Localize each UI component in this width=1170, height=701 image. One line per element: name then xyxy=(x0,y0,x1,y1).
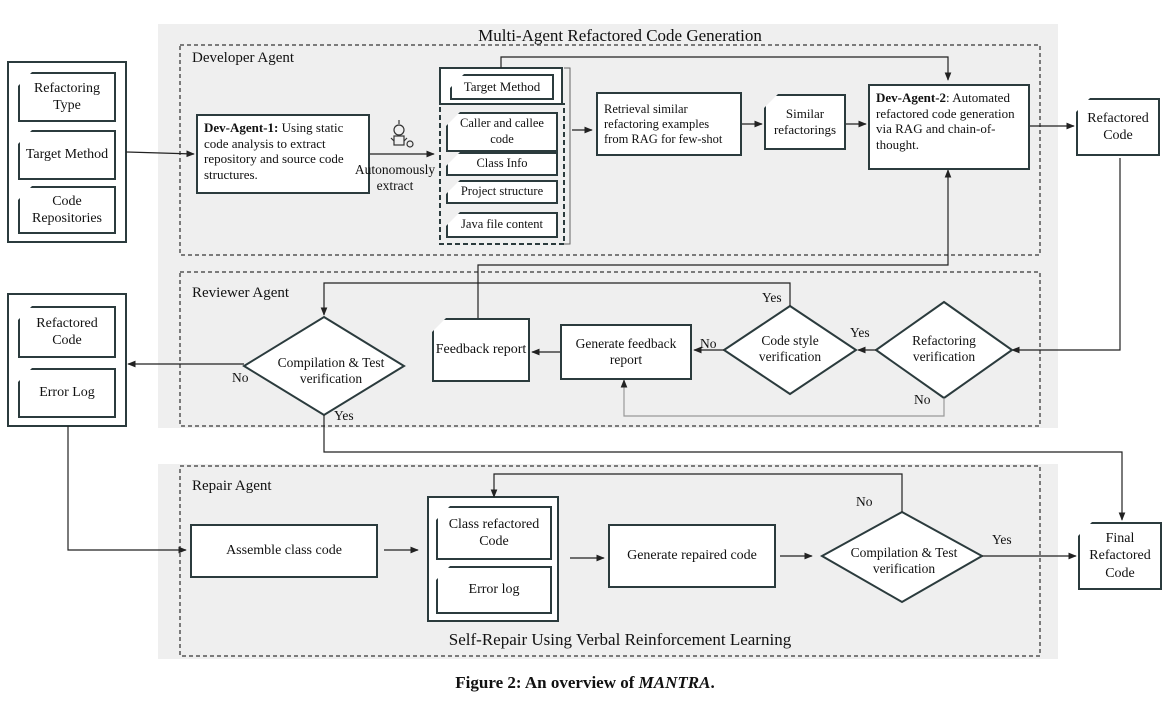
context-target-method: Target Method xyxy=(450,74,554,100)
generate-repaired-code-text: Generate repaired code xyxy=(627,547,757,563)
final-refactored-code-text: Final Refactored Code xyxy=(1089,530,1151,581)
assemble-class-code-text: Assemble class code xyxy=(226,542,342,558)
dev-agent-1-text: Using static code analysis to extract re… xyxy=(204,120,344,182)
left-refactored-code-text: Refactored Code xyxy=(36,315,98,349)
assemble-class-code-box: Assemble class code xyxy=(190,524,378,578)
input-code-repositories-text: Code Repositories xyxy=(32,193,102,227)
diagram-title: Multi-Agent Refactored Code Generation xyxy=(478,26,762,45)
code-style-verification-diamond xyxy=(722,304,858,396)
label-yes-refactoring: Yes xyxy=(850,325,870,340)
class-refactored-code-box: Class refactored Code xyxy=(436,506,552,560)
repair-agent-label: Repair Agent xyxy=(192,478,272,494)
context-class-info: Class Info xyxy=(446,152,558,176)
final-refactored-code-box: Final Refactored Code xyxy=(1078,522,1162,590)
repair-error-log-box: Error log xyxy=(436,566,552,614)
input-refactoring-type: Refactoring Type xyxy=(18,72,116,122)
left-error-log-text: Error Log xyxy=(39,385,95,401)
robot-icon xyxy=(390,120,414,148)
label-no-compile: No xyxy=(232,370,249,385)
context-bracket xyxy=(564,67,571,245)
dev-agent-1-name: Dev-Agent-1: xyxy=(204,120,279,135)
arrow-target-to-dev2 xyxy=(500,56,952,81)
context-caller-callee: Caller and callee code xyxy=(446,112,558,152)
developer-agent-group xyxy=(179,44,1041,256)
reviewer-agent-label: Reviewer Agent xyxy=(192,285,290,301)
refactored-code-right: Refactored Code xyxy=(1076,98,1160,156)
input-target-method: Target Method xyxy=(18,130,116,180)
similar-refactorings-box: Similar refactorings xyxy=(764,94,846,150)
figure-caption: Figure 2: An overview of MANTRA. xyxy=(300,673,870,693)
generate-repaired-code-box: Generate repaired code xyxy=(608,524,776,588)
autonomously-extract-label: Autonomously extract xyxy=(354,162,436,194)
context-target-method-text: Target Method xyxy=(463,78,541,94)
feedback-report-box: Feedback report xyxy=(432,318,530,382)
arrow-repair-no xyxy=(490,473,903,512)
compilation-test-diamond-repair xyxy=(819,510,985,604)
label-no-style: No xyxy=(700,336,717,351)
retrieval-box: Retrieval similar refactoring examples f… xyxy=(596,92,742,156)
bottom-title: Self-Repair Using Verbal Reinforcement L… xyxy=(448,630,792,649)
arrow-refactoring-no xyxy=(620,379,945,417)
feedback-report-text: Feedback report xyxy=(435,342,527,358)
reviewer-agent-group xyxy=(179,271,1041,427)
left-refactored-code: Refactored Code xyxy=(18,306,116,358)
compilation-test-label-reviewer: Compilation & Test verification xyxy=(277,355,385,387)
compilation-test-label-repair: Compilation & Test verification xyxy=(850,545,958,577)
context-java-file-content-text: Java file content xyxy=(461,217,543,232)
caption-prefix: Figure 2: An overview of xyxy=(455,673,639,692)
similar-refactorings-text: Similar refactorings xyxy=(773,105,837,137)
label-no-refactoring: No xyxy=(914,392,931,407)
input-code-repositories: Code Repositories xyxy=(18,186,116,234)
label-yes-style: Yes xyxy=(762,290,782,305)
label-yes-compile: Yes xyxy=(334,408,354,423)
developer-agent-label: Developer Agent xyxy=(192,50,295,66)
caption-name: MANTRA xyxy=(638,673,711,692)
class-refactored-code-text: Class refactored Code xyxy=(448,516,540,550)
generate-feedback-report-text: Generate feedback report xyxy=(575,335,677,367)
context-caller-callee-text: Caller and callee code xyxy=(460,116,544,146)
arrow-outputs-to-assemble xyxy=(67,426,187,554)
context-java-file-content: Java file content xyxy=(446,212,558,238)
label-repair-yes: Yes xyxy=(992,532,1012,547)
dev-agent-1-box: Dev-Agent-1: Using static code analysis … xyxy=(196,114,370,194)
context-project-structure-text: Project structure xyxy=(460,184,544,199)
retrieval-text: Retrieval similar refactoring examples f… xyxy=(604,101,723,146)
dev-agent-2-box: Dev-Agent-2: Automated refactored code g… xyxy=(868,84,1030,170)
arrow-refactored-to-verification xyxy=(1011,158,1121,354)
input-target-method-text: Target Method xyxy=(25,147,109,163)
left-error-log: Error Log xyxy=(18,368,116,418)
repair-error-log-text: Error log xyxy=(468,582,520,598)
arrow-style-yes xyxy=(320,282,791,316)
generate-feedback-report-box: Generate feedback report xyxy=(560,324,692,380)
caption-suffix: . xyxy=(710,673,715,692)
context-project-structure: Project structure xyxy=(446,180,558,204)
repair-agent-group xyxy=(179,465,1041,657)
dev-agent-2-text: : Automated refactored code generation v… xyxy=(876,90,1015,152)
arrow-compile-yes xyxy=(323,415,1126,521)
arrow-inputs-to-dev1 xyxy=(125,150,195,158)
dev-agent-2-name: Dev-Agent-2 xyxy=(876,90,947,105)
input-refactoring-type-text: Refactoring Type xyxy=(33,80,101,114)
context-class-info-text: Class Info xyxy=(476,156,528,171)
code-style-verification-label: Code style verification xyxy=(758,333,822,365)
refactored-code-right-text: Refactored Code xyxy=(1087,110,1149,144)
refactoring-verification-label: Refactoring verification xyxy=(912,333,976,365)
arrow-report-to-dev2 xyxy=(477,169,952,318)
label-repair-no: No xyxy=(856,494,873,509)
context-stack-frame xyxy=(439,103,565,245)
